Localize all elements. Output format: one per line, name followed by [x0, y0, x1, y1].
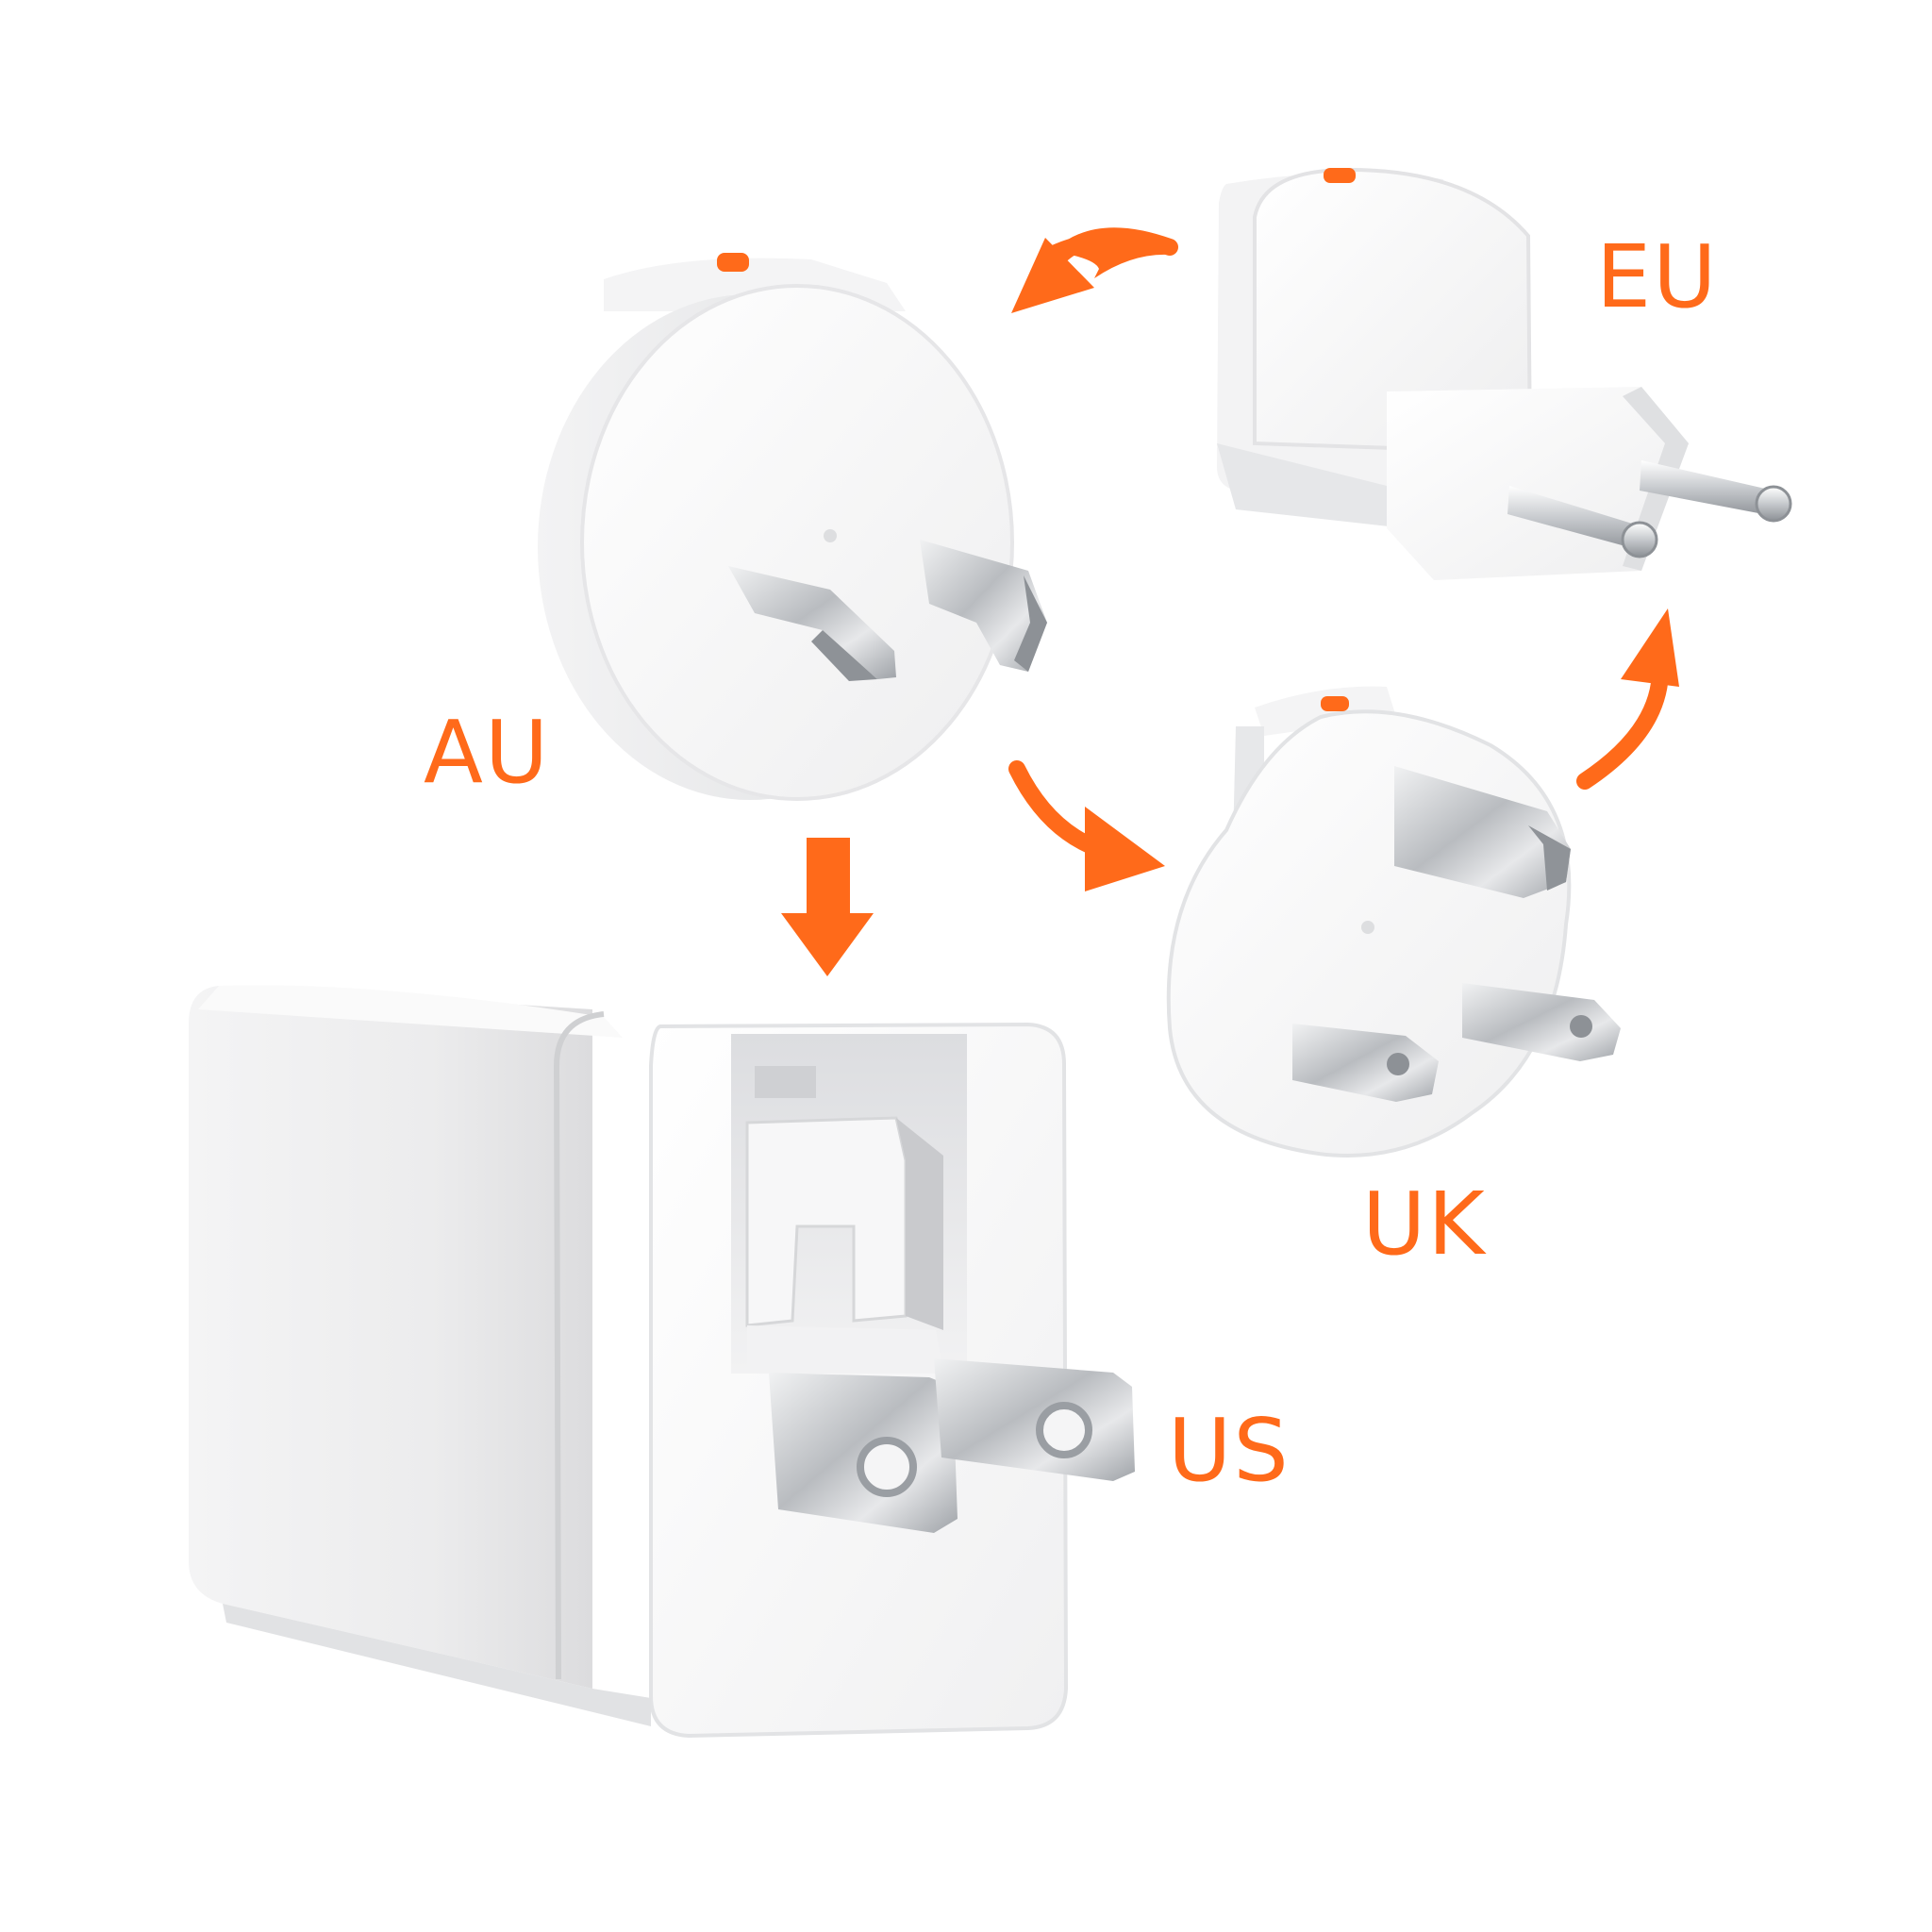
arrow-au-to-us	[781, 838, 874, 976]
us-prong-hole-icon	[1036, 1402, 1092, 1458]
arrow-au-to-uk	[1008, 760, 1165, 891]
release-button-icon	[1324, 168, 1356, 183]
main-charger-us	[189, 985, 1135, 1739]
arrow-uk-to-eu	[1576, 608, 1679, 790]
label-uk: UK	[1362, 1174, 1487, 1274]
release-button-icon	[1321, 696, 1349, 711]
eu-adapter	[1217, 167, 1792, 580]
arrow-eu-to-au	[1011, 227, 1178, 313]
curved-arrow-icon	[1576, 661, 1669, 790]
arrow-down-icon	[781, 913, 874, 976]
us-prong-hole-icon	[857, 1437, 917, 1497]
label-eu: EU	[1596, 226, 1719, 327]
au-adapter	[538, 253, 1047, 801]
uk-adapter	[1166, 686, 1621, 1158]
release-button-icon	[717, 253, 749, 272]
label-au: AU	[424, 702, 551, 803]
label-us: US	[1168, 1400, 1291, 1501]
